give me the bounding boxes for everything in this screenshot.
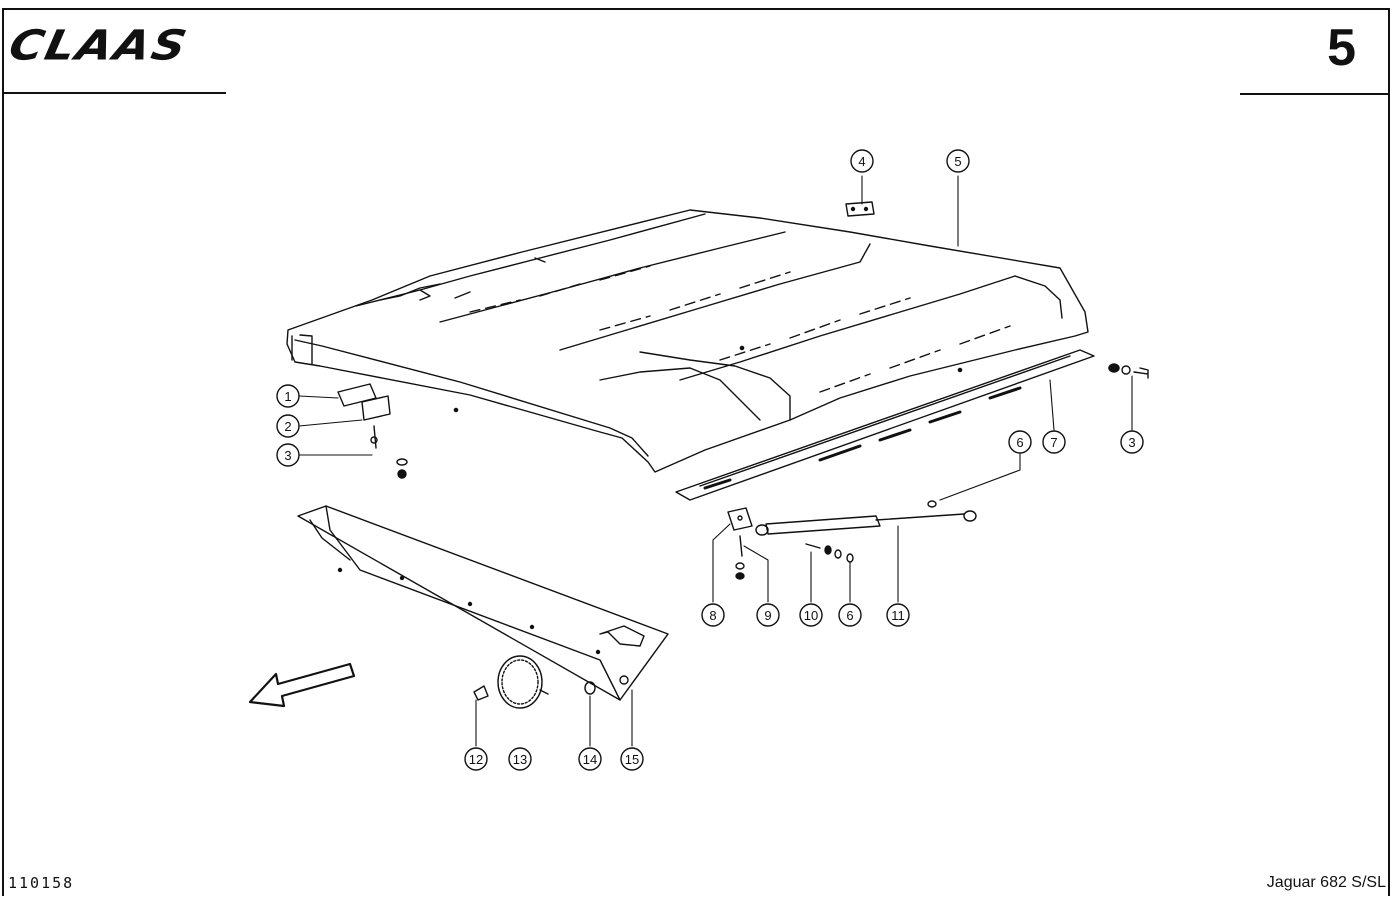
roof-panel [286, 209, 1089, 473]
callout-6b: 6 [838, 603, 862, 627]
callout-13: 13 [508, 747, 532, 771]
callout-15-label: 15 [625, 752, 639, 767]
callout-14-label: 14 [583, 752, 597, 767]
callout-3b-label: 3 [1128, 435, 1135, 450]
machine-model: Jaguar 682 S/SL [1266, 874, 1386, 891]
callout-6b-label: 6 [846, 608, 853, 623]
callout-1: 1 [276, 384, 300, 408]
callout-3a: 3 [276, 443, 300, 467]
strut-bracket-part-8 [727, 507, 753, 531]
callout-4: 4 [850, 149, 874, 173]
callout-2: 2 [276, 414, 300, 438]
callout-11-label: 11 [891, 608, 905, 623]
rail-part-7 [675, 349, 1095, 501]
nut-part-12 [473, 685, 489, 701]
lamp-part-13 [497, 655, 549, 709]
gas-strut-part-11 [755, 510, 977, 536]
callout-2-label: 2 [284, 419, 291, 434]
fastener-set-right [1108, 363, 1149, 379]
callout-6a: 6 [1008, 430, 1032, 454]
callout-5: 5 [946, 149, 970, 173]
header-rule-left [2, 92, 226, 94]
bolt-part-10 [805, 543, 854, 563]
callout-15: 15 [620, 747, 644, 771]
callout-13-label: 13 [513, 752, 527, 767]
callout-8: 8 [701, 603, 725, 627]
callout-1-label: 1 [284, 389, 291, 404]
callout-3a-label: 3 [284, 448, 291, 463]
document-id: 110158 [8, 874, 75, 892]
callout-9: 9 [756, 603, 780, 627]
callout-12: 12 [464, 747, 488, 771]
callout-5-label: 5 [954, 154, 961, 169]
callout-14: 14 [578, 747, 602, 771]
callout-12-label: 12 [469, 752, 483, 767]
callout-10: 10 [799, 603, 823, 627]
side-panel-part-15 [297, 505, 669, 701]
callout-10-label: 10 [804, 608, 818, 623]
bracket-part-4 [845, 201, 875, 217]
hinge-left [337, 383, 408, 479]
leader-lines [298, 175, 1133, 747]
direction-arrow [248, 662, 356, 708]
callout-9-label: 9 [764, 608, 771, 623]
callout-4-label: 4 [858, 154, 865, 169]
callout-8-label: 8 [709, 608, 716, 623]
callout-7: 7 [1042, 430, 1066, 454]
page-number: 5 [1327, 19, 1356, 77]
callout-11: 11 [886, 603, 910, 627]
screw-part-9 [735, 535, 745, 580]
header-rule-right [1240, 93, 1390, 95]
page-frame [2, 8, 1390, 896]
callout-6a-label: 6 [1016, 435, 1023, 450]
callout-7-label: 7 [1050, 435, 1057, 450]
callouts: 1 2 3 4 5 6 7 3 8 9 10 6 11 12 13 14 15 [276, 149, 1144, 771]
nut-part-6 [927, 500, 937, 508]
grommet-part-14 [584, 681, 596, 695]
callout-3b: 3 [1120, 430, 1144, 454]
